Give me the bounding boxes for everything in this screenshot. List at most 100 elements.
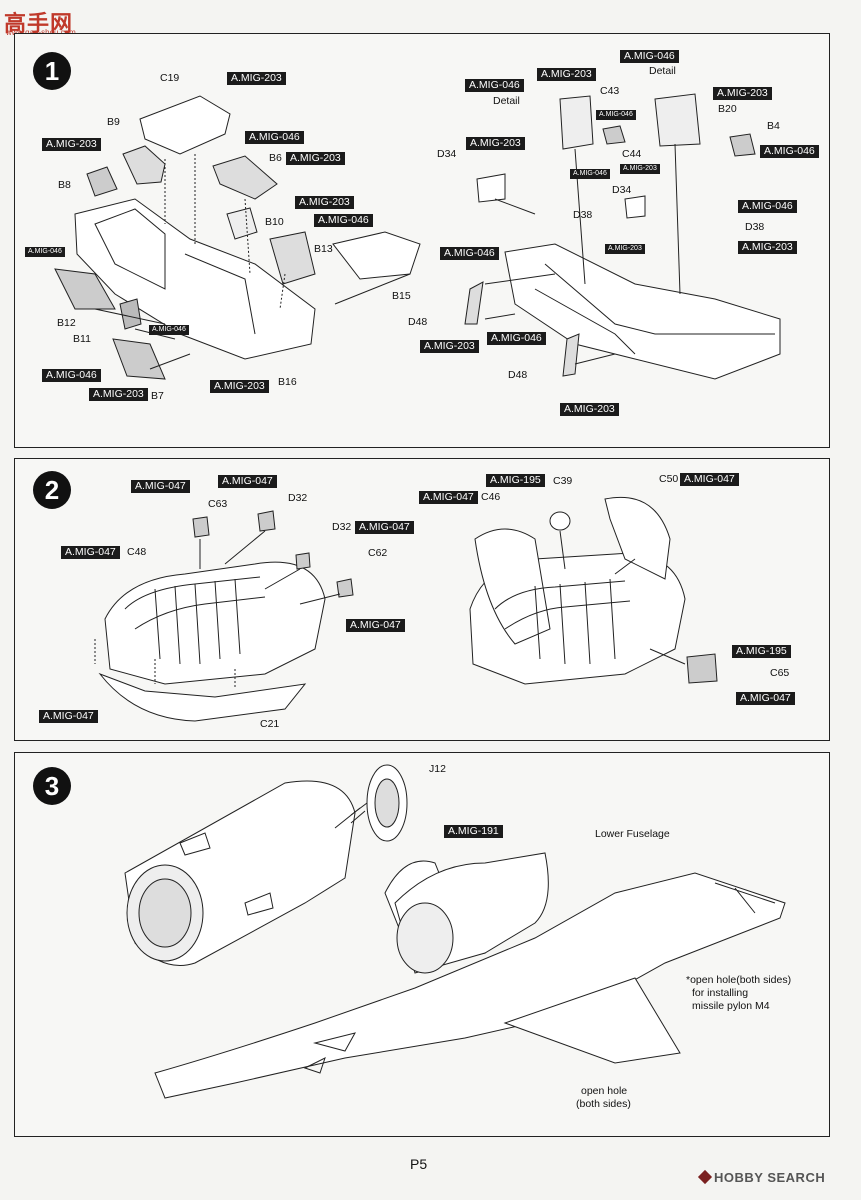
page-number: P5	[410, 1156, 428, 1172]
cockpit-tub-right	[504, 243, 781, 380]
tag-amig047: A.MIG-047	[736, 692, 795, 705]
part-d32-b	[295, 552, 311, 570]
tag-amig191: A.MIG-191	[444, 825, 503, 838]
note-pylon-line2: for installing	[692, 987, 749, 999]
note-open-hole-line1: open hole	[581, 1085, 628, 1097]
step-2-drawing	[94, 496, 718, 722]
part-b20	[654, 93, 701, 147]
tag-amig046: A.MIG-046	[596, 110, 636, 120]
tag-amig046: A.MIG-046	[42, 369, 101, 382]
label-b15: B15	[392, 290, 411, 302]
label-c46: C46	[481, 491, 501, 503]
label-c63: C63	[208, 498, 228, 510]
wing-root-panel	[503, 977, 681, 1064]
part-d48-b	[562, 333, 580, 377]
part-d32-a	[257, 510, 276, 532]
step-1-drawing	[54, 93, 781, 380]
tag-amig203: A.MIG-203	[295, 196, 354, 209]
part-c44	[602, 125, 626, 145]
label-b10: B10	[265, 216, 284, 228]
part-c19	[139, 95, 231, 155]
note-pylon-line1: *open hole(both sides)	[686, 974, 792, 986]
tag-amig046: A.MIG-046	[314, 214, 373, 227]
part-c43	[559, 95, 594, 150]
label-c19: C19	[160, 72, 180, 84]
hobby-search-logo-icon	[697, 1169, 713, 1185]
part-b12	[54, 268, 116, 310]
tag-amig046: A.MIG-046	[620, 50, 679, 63]
watermark-logo: 高手网	[4, 12, 74, 37]
panel-c21	[98, 672, 307, 722]
label-b7: B7	[151, 390, 164, 402]
part-d34-b	[624, 195, 646, 219]
part-b11	[119, 298, 142, 330]
tag-amig046: A.MIG-046	[487, 332, 546, 345]
tag-amig203: A.MIG-203	[620, 164, 660, 174]
tag-amig203: A.MIG-203	[42, 138, 101, 151]
part-b7	[112, 338, 166, 380]
label-c39: C39	[553, 475, 573, 487]
tag-amig047: A.MIG-047	[680, 473, 739, 486]
label-d38: D38	[573, 209, 593, 221]
label-b6: B6	[269, 152, 282, 164]
tag-amig203: A.MIG-203	[210, 380, 269, 393]
tag-amig046: A.MIG-046	[245, 131, 304, 144]
label-c21: C21	[260, 718, 280, 730]
step-3-drawing	[124, 764, 786, 1099]
part-c65	[686, 653, 718, 684]
label-d48: D48	[408, 316, 428, 328]
label-d48: D48	[508, 369, 528, 381]
label-b20: B20	[718, 103, 737, 115]
step-3-panel: 3 A.MIG-191 J12 Lower Fuselage *open hol…	[14, 752, 830, 1137]
label-b16: B16	[278, 376, 297, 388]
part-d48-a	[464, 281, 484, 325]
label-b9: B9	[107, 116, 120, 128]
tag-amig047: A.MIG-047	[39, 710, 98, 723]
label-d32: D32	[332, 521, 352, 533]
label-j12: J12	[429, 763, 446, 775]
tag-amig203: A.MIG-203	[420, 340, 479, 353]
tag-amig046: A.MIG-046	[440, 247, 499, 260]
label-c65: C65	[770, 667, 790, 679]
tag-amig203: A.MIG-203	[89, 388, 148, 401]
part-b4	[729, 133, 756, 157]
tag-amig047: A.MIG-047	[131, 480, 190, 493]
hobby-search-text: HOBBY SEARCH	[714, 1170, 826, 1185]
label-c62: C62	[368, 547, 388, 559]
label-d34: D34	[612, 184, 632, 196]
tag-amig046: A.MIG-046	[760, 145, 819, 158]
part-b15	[332, 231, 421, 280]
note-open-hole-line2: (both sides)	[576, 1098, 631, 1110]
step-1-panel: 1	[14, 33, 830, 448]
label-detail: Detail	[649, 65, 676, 77]
tag-amig046: A.MIG-046	[570, 169, 610, 179]
part-b6	[212, 155, 278, 200]
hobby-search-mark: HOBBY SEARCH	[697, 1169, 826, 1185]
label-c44: C44	[622, 148, 642, 160]
step-2-badge: 2	[33, 471, 71, 509]
tag-amig046: A.MIG-046	[738, 200, 797, 213]
step-3-badge: 3	[33, 767, 71, 805]
tag-amig047: A.MIG-047	[419, 491, 478, 504]
label-b4: B4	[767, 120, 780, 132]
tag-amig195: A.MIG-195	[486, 474, 545, 487]
tag-amig046: A.MIG-046	[25, 247, 65, 257]
step-1-badge: 1	[33, 52, 71, 90]
label-b11: B11	[73, 333, 91, 345]
label-d34: D34	[437, 148, 457, 160]
engine-bay-left	[104, 561, 326, 685]
label-d38: D38	[745, 221, 765, 233]
tag-amig203: A.MIG-203	[560, 403, 619, 416]
tag-amig047: A.MIG-047	[355, 521, 414, 534]
tag-amig047: A.MIG-047	[346, 619, 405, 632]
label-d32: D32	[288, 492, 308, 504]
tag-amig046: A.MIG-046	[149, 325, 189, 335]
label-c50: C50	[659, 473, 679, 485]
tag-amig046: A.MIG-046	[465, 79, 524, 92]
tag-amig203: A.MIG-203	[537, 68, 596, 81]
cockpit-tub-left	[74, 198, 316, 360]
label-c48: C48	[127, 546, 147, 558]
label-b8: B8	[58, 179, 71, 191]
label-detail: Detail	[493, 95, 520, 107]
tag-amig195: A.MIG-195	[732, 645, 791, 658]
